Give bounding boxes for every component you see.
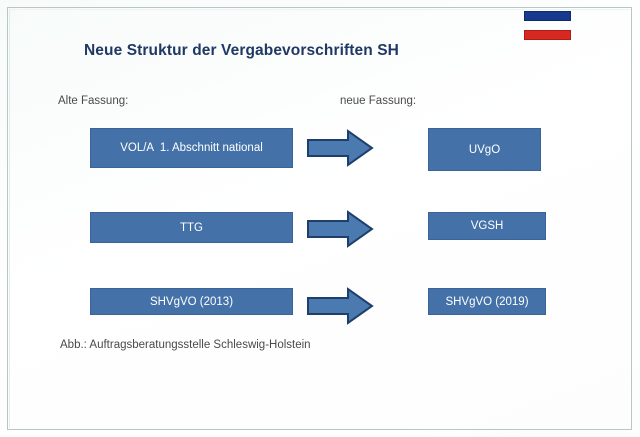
flow-box-new-row-2: VGSH	[428, 212, 546, 240]
flow-box-old-row-1: VOL/A 1. Abschnitt national	[90, 128, 293, 168]
right-arrow-icon-row-3	[307, 287, 374, 325]
flow-box-old-row-2: TTG	[90, 212, 293, 243]
figure-caption: Abb.: Auftragsberatungsstelle Schleswig-…	[60, 339, 311, 351]
flag-blue-bar-icon	[524, 11, 571, 21]
column-label-old: Alte Fassung:	[58, 95, 129, 107]
flag-red-bar-icon	[524, 30, 571, 40]
schleswig-holstein-flag-logo	[524, 11, 572, 42]
flow-box-old-row-3: SHVgVO (2013)	[90, 288, 293, 315]
column-label-new: neue Fassung:	[340, 95, 417, 107]
flow-box-new-row-1: UVgO	[428, 128, 541, 171]
right-arrow-icon-row-1	[307, 129, 374, 167]
flow-box-new-row-3: SHVgVO (2019)	[428, 288, 546, 315]
right-arrow-icon-row-2	[307, 210, 374, 248]
page-title: Neue Struktur der Vergabevorschriften SH	[84, 42, 399, 59]
